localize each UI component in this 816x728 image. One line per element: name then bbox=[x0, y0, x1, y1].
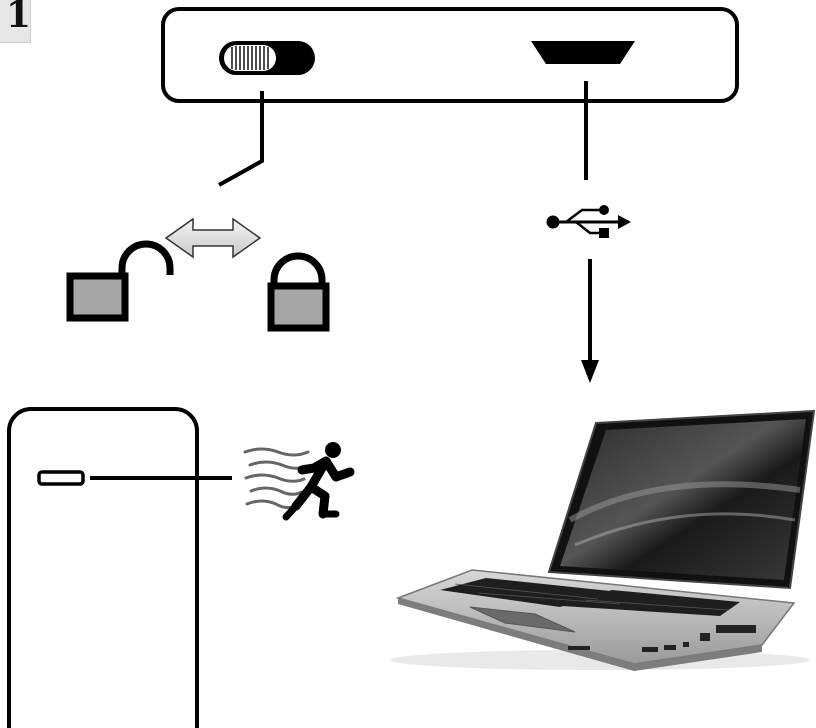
drive-top-view bbox=[161, 7, 739, 103]
locked-padlock-icon bbox=[267, 252, 330, 332]
laptop-icon bbox=[390, 409, 816, 671]
usb-port-icon bbox=[531, 41, 635, 64]
running-man-icon bbox=[243, 442, 355, 521]
drive-front-view bbox=[7, 407, 199, 728]
step-badge: 1 bbox=[0, 0, 31, 43]
led-indicator-icon bbox=[37, 470, 232, 486]
switch-leader-line bbox=[218, 91, 264, 187]
step-number: 1 bbox=[6, 0, 32, 36]
unlocked-padlock-icon bbox=[66, 240, 174, 322]
slide-switch-icon[interactable] bbox=[219, 41, 315, 75]
usb-symbol-icon bbox=[546, 205, 631, 238]
double-arrow-icon bbox=[164, 217, 262, 259]
usb-arrow-down bbox=[581, 259, 599, 383]
